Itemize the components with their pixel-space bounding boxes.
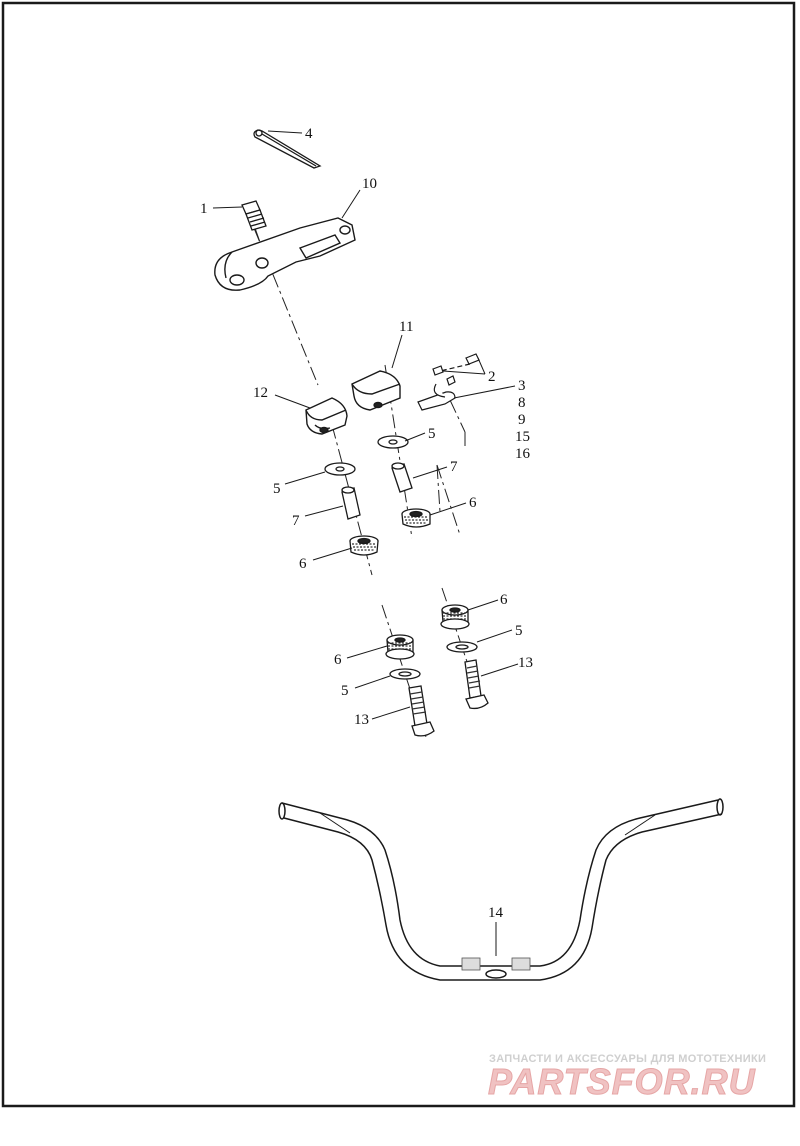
spacer-part-7-right xyxy=(391,462,413,493)
screw-part-1 xyxy=(241,200,267,231)
bushing-part-6-lower-left xyxy=(385,634,415,660)
callout-5-upper-left: 5 xyxy=(273,481,281,497)
callout-10: 10 xyxy=(362,176,377,192)
callout-2: 2 xyxy=(488,369,496,385)
bushing-part-6-lower-right xyxy=(440,604,470,630)
callout-9: 9 xyxy=(518,412,526,428)
watermark-logo: PARTSFOR.RU xyxy=(488,1061,756,1102)
washer-part-5-upper-left xyxy=(324,462,356,476)
callout-4: 4 xyxy=(305,126,313,142)
bushing-part-6-upper-right xyxy=(401,508,431,528)
callout-16: 16 xyxy=(515,446,531,462)
callout-13-right: 13 xyxy=(518,655,533,671)
callout-5-lower-left: 5 xyxy=(341,683,349,699)
callout-6-lower-right: 6 xyxy=(500,592,508,608)
handlebar-part-14 xyxy=(278,798,724,981)
spacer-part-7-left xyxy=(341,486,361,520)
callout-13-left: 13 xyxy=(354,712,369,728)
callout-6-upper-left: 6 xyxy=(299,556,307,572)
diagram-border xyxy=(1,1,796,1108)
callout-15: 15 xyxy=(515,429,530,445)
watermark: ЗАПЧАСТИ И АКСЕССУАРЫ ДЛЯ МОТОТЕХНИКИ PA… xyxy=(488,1053,766,1103)
washer-part-5-lower-left xyxy=(389,668,421,680)
riser-part-11 xyxy=(351,370,401,411)
centerlines xyxy=(253,227,481,741)
callout-6-upper-right: 6 xyxy=(469,495,477,511)
cable-strap-part-4 xyxy=(253,129,322,169)
clip-assembly-parts-2-3 xyxy=(417,353,480,411)
watermark-tagline: ЗАПЧАСТИ И АКСЕССУАРЫ ДЛЯ МОТОТЕХНИКИ xyxy=(489,1053,766,1065)
clamp-top-part-10 xyxy=(214,217,356,291)
bolt-part-13-right xyxy=(464,659,489,710)
callout-12: 12 xyxy=(253,385,268,401)
callout-5-upper-right: 5 xyxy=(428,426,436,442)
callout-3: 3 xyxy=(518,378,526,394)
callout-labels: 4 10 1 11 2 3 12 8 9 5 15 16 7 5 6 7 6 6… xyxy=(200,126,533,921)
callout-5-lower-right: 5 xyxy=(515,623,523,639)
callout-6-lower-left: 6 xyxy=(334,652,342,668)
bushing-part-6-upper-left xyxy=(349,535,379,556)
leader-lines xyxy=(212,130,519,956)
washer-part-5-lower-right xyxy=(446,641,478,653)
callout-11: 11 xyxy=(399,319,413,335)
callout-1: 1 xyxy=(200,201,208,217)
washer-part-5-upper-right xyxy=(377,435,409,449)
callout-14: 14 xyxy=(488,905,504,921)
riser-part-12 xyxy=(305,397,348,435)
callout-7-left: 7 xyxy=(292,513,300,529)
callout-7-right: 7 xyxy=(450,459,458,475)
callout-8: 8 xyxy=(518,395,526,411)
bolt-part-13-left xyxy=(408,685,435,737)
